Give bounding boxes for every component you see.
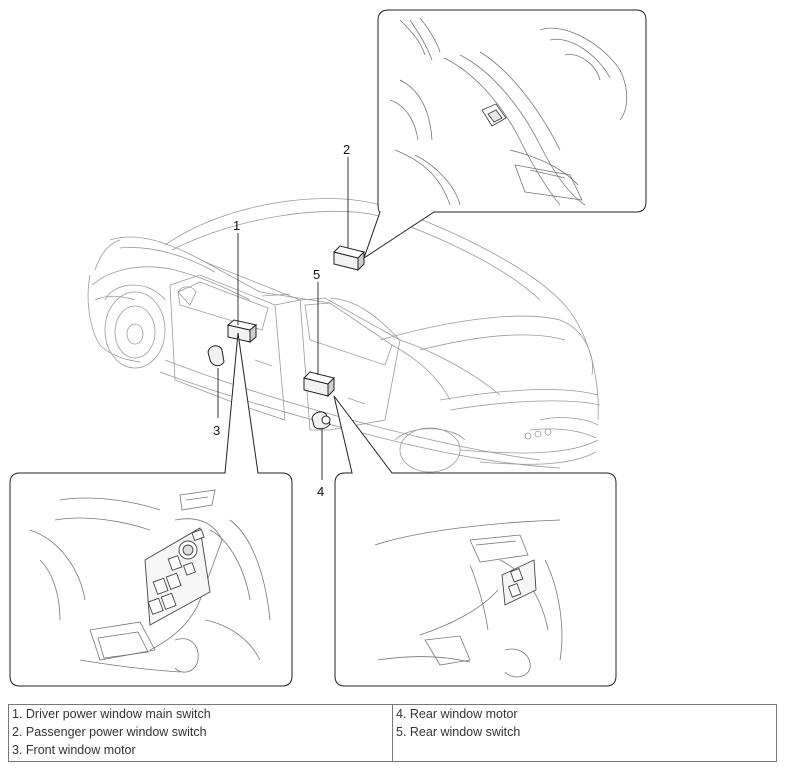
passenger-switch-detail xyxy=(481,103,507,127)
detail-bubble-passenger-switch xyxy=(363,9,647,260)
legend-column-left: 1. Driver power window main switch 2. Pa… xyxy=(9,705,393,761)
driver-switch-pack xyxy=(144,527,211,626)
legend-item-5: 5. Rear window switch xyxy=(396,725,521,739)
rear-switch-detail xyxy=(501,559,537,606)
parts-legend-table: 1. Driver power window main switch 2. Pa… xyxy=(8,704,777,762)
power-window-location-diagram: 1 2 5 3 4 xyxy=(9,9,647,687)
leader-lines xyxy=(217,157,349,480)
detail-bubble-rear-switch xyxy=(333,395,617,687)
passenger-switch-marker xyxy=(333,245,365,272)
legend-item-1: 1. Driver power window main switch xyxy=(12,707,211,721)
legend-item-empty xyxy=(393,741,776,759)
rear-window-motor-marker xyxy=(311,411,331,430)
detail-bubble-driver-switch xyxy=(9,332,293,687)
car-illustration xyxy=(87,198,601,473)
driver-main-switch-marker xyxy=(226,319,258,344)
legend-item-2: 2. Passenger power window switch xyxy=(12,725,207,739)
legend-column-right: 4. Rear window motor 5. Rear window swit… xyxy=(393,705,776,761)
callout-2: 2 xyxy=(343,142,350,157)
callout-3: 3 xyxy=(213,423,220,438)
front-window-motor-marker xyxy=(207,345,225,367)
rear-window-switch-marker xyxy=(303,371,335,398)
callout-4: 4 xyxy=(317,484,324,499)
legend-item-3: 3. Front window motor xyxy=(12,743,136,757)
callout-1: 1 xyxy=(233,218,240,233)
callout-5: 5 xyxy=(313,267,320,282)
legend-item-4: 4. Rear window motor xyxy=(396,707,518,721)
